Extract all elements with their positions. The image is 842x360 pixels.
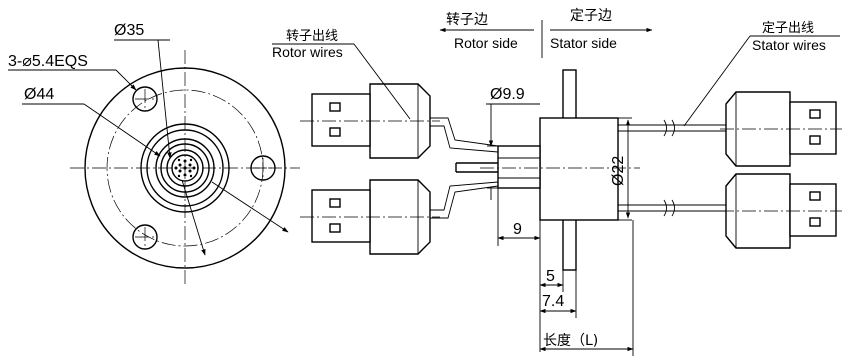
dim-shaft: Ø9.9	[490, 86, 525, 103]
rotor-connector-top	[300, 83, 440, 159]
dim-flange-offset: 5	[546, 268, 555, 285]
dim-outer: Ø44	[24, 86, 54, 103]
mount-hole-top	[132, 86, 158, 112]
label-stator-side-en: Stator side	[550, 35, 617, 51]
dim-bolt-circle: Ø35	[114, 22, 144, 39]
label-stator-wires-cn: 定子出线	[762, 21, 814, 36]
label-rotor-side-en: Rotor side	[454, 35, 518, 51]
label-rotor-side-cn: 转子边	[446, 12, 488, 28]
rotor-shaft	[497, 145, 541, 189]
stator-body	[539, 117, 619, 221]
rotor-connector-bottom	[300, 179, 440, 255]
front-view: Ø35 3-⌀5.4EQS Ø44	[8, 22, 300, 285]
label-stator-wires-en: Stator wires	[752, 37, 826, 53]
dim-flange-total: 7.4	[542, 293, 564, 310]
side-view: 转子边 Rotor side 定子边 Stator side 转子出线 Roto…	[272, 8, 842, 356]
dim-holes: 3-⌀5.4EQS	[8, 53, 88, 70]
label-stator-side-cn: 定子边	[570, 8, 612, 24]
label-rotor-wires-en: Rotor wires	[272, 44, 343, 60]
stator-connector-top	[720, 91, 842, 167]
stator-connector-bottom	[720, 173, 842, 249]
label-rotor-wires-cn: 转子出线	[286, 29, 338, 44]
mount-hole-bottom	[132, 224, 158, 250]
stator-wire-bundle	[618, 119, 726, 217]
dim-length: 长度（L)	[543, 333, 598, 349]
dim-rotor-length: 9	[513, 221, 522, 238]
rotor-wire-bundle	[430, 117, 499, 219]
wire-bundle-dots	[174, 158, 196, 178]
dim-body: Ø22	[610, 156, 627, 186]
